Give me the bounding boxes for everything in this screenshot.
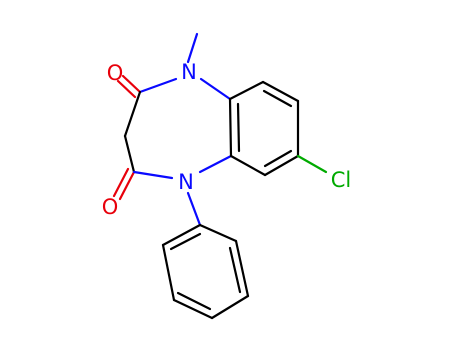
bond-ph6-ph1-inner	[169, 232, 202, 251]
atom-labels: O N Cl N O	[102, 60, 352, 219]
bond-c9a-c5a-inner	[236, 102, 241, 153]
bond-c7-c6	[263, 154, 300, 177]
bond-ph2-ph3-inner	[228, 246, 242, 294]
bond-c3-c4	[123, 134, 136, 174]
bond-ph4-ph5-inner	[176, 291, 212, 311]
bond-n1-c9a	[199, 77, 232, 101]
bond-ph4-ph5	[172, 298, 214, 320]
bond-c4-n5	[132, 170, 174, 180]
bond-n1-c2	[138, 77, 178, 94]
bonds	[112, 32, 328, 320]
bond-ph5-ph6	[161, 243, 176, 302]
bond-n5-phenyl	[186, 191, 202, 227]
atom-oxygen-bottom: O	[102, 195, 119, 219]
bond-c9-c8-inner	[262, 89, 293, 108]
atom-nitrogen-5: N	[178, 170, 194, 194]
bond-ph6-ph1	[161, 223, 202, 247]
bond-c2-o-top-b	[116, 79, 137, 99]
bond-c9a-c9	[228, 80, 265, 101]
bond-ph3-ph4	[210, 294, 250, 320]
bond-ph2-ph3	[234, 239, 250, 298]
bond-n1-methyl	[186, 32, 199, 64]
bond-c2-o-top-a	[121, 74, 142, 94]
bond-c4-o-bottom-b	[112, 167, 130, 198]
bond-c4-o-bottom-a	[118, 170, 136, 201]
bond-c2-c3	[123, 90, 142, 138]
bond-c6-c5a	[229, 154, 267, 177]
bond-c9-c8	[261, 80, 300, 103]
atom-oxygen-top: O	[107, 61, 124, 85]
bond-c7-c6-inner	[263, 149, 293, 168]
atom-nitrogen-1: N	[181, 60, 197, 84]
bond-c9a-c5a	[228, 97, 233, 158]
atom-chlorine: Cl	[331, 168, 352, 192]
bond-n5-c5a	[198, 154, 233, 174]
bond-ph1-ph2	[198, 223, 238, 243]
bond-c7-cl	[296, 154, 328, 174]
